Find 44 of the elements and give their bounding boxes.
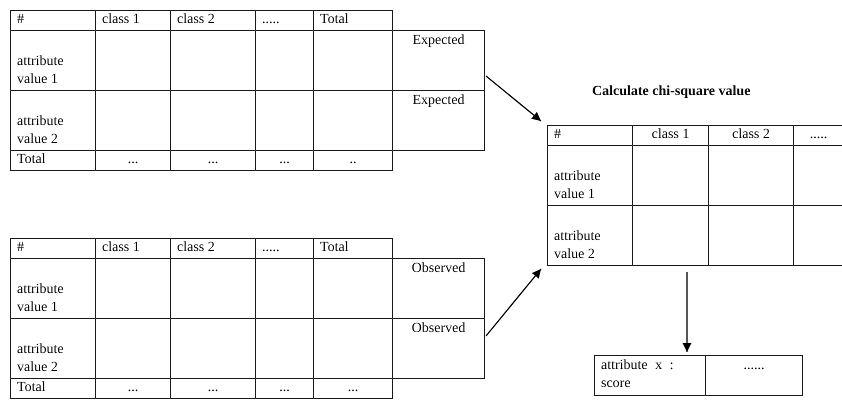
- arrow: [682, 272, 692, 352]
- total-value: ...: [279, 151, 290, 170]
- header-label: Total: [320, 239, 349, 258]
- total-value: class 2: [732, 126, 770, 144]
- header-label: class 1: [102, 11, 140, 30]
- table-note: Observed: [412, 320, 466, 338]
- row-label: attribute value 2: [554, 228, 602, 264]
- header-label: #: [17, 11, 24, 30]
- total-value: .....: [810, 126, 828, 144]
- total-value: ...: [348, 379, 358, 398]
- header-label: .....: [262, 11, 280, 30]
- diagram-heading: Calculate chi-square value: [592, 84, 750, 100]
- row-label: attribute value 1: [17, 280, 65, 317]
- total-value: ...: [208, 379, 218, 398]
- row-label: attribute value 1: [17, 52, 65, 89]
- arrow: [486, 268, 542, 336]
- header-label: #: [17, 239, 24, 258]
- total-value: ...: [208, 151, 218, 170]
- total-value: ...: [128, 151, 138, 170]
- header-label: Total: [17, 379, 46, 398]
- total-value: ...: [279, 379, 290, 398]
- row-label: attribute x : score: [601, 357, 675, 394]
- total-value: ...: [128, 379, 138, 398]
- header-label: class 2: [177, 11, 215, 30]
- table-note: Expected: [412, 92, 465, 110]
- observed-table: [10, 238, 484, 398]
- table-note: Observed: [412, 260, 466, 278]
- header-label: class 2: [177, 239, 215, 258]
- arrow: [486, 76, 542, 122]
- row-label: attribute value 1: [554, 168, 602, 204]
- header-label: class 1: [102, 239, 140, 258]
- table-note: Expected: [412, 32, 465, 50]
- header-label: .....: [262, 239, 280, 258]
- header-label: Total: [320, 11, 349, 30]
- score-table: [594, 355, 802, 395]
- header-label: Total: [17, 151, 46, 170]
- row-label: attribute value 2: [17, 340, 65, 377]
- chi-square-table: [547, 125, 842, 265]
- header-label: #: [554, 126, 561, 144]
- expected-table: [10, 10, 484, 170]
- total-value: ..: [350, 151, 356, 170]
- table-note: ......: [744, 357, 764, 375]
- total-value: class 1: [652, 126, 690, 144]
- row-label: attribute value 2: [17, 112, 65, 149]
